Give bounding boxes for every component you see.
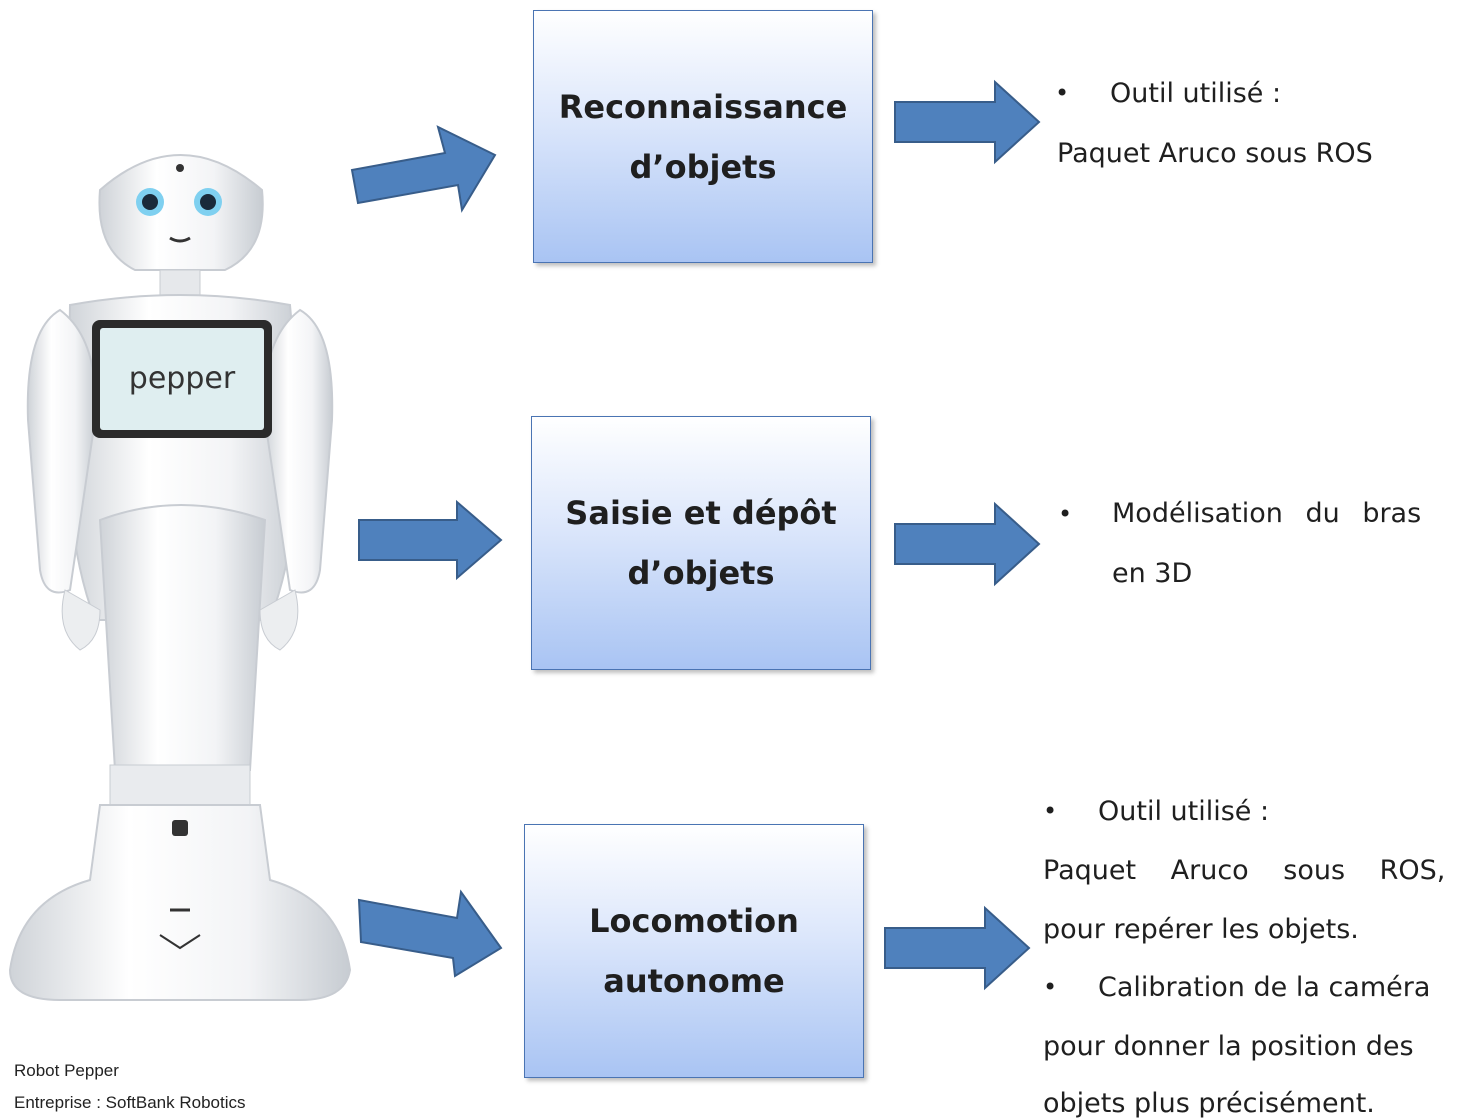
- box-object-recognition: Reconnaissance d’objets: [533, 10, 873, 263]
- recognition-tool-label: Outil utilisé :: [1110, 78, 1282, 109]
- grasping-detail-line2: en 3D: [1112, 558, 1193, 589]
- tablet-label: pepper: [129, 361, 236, 396]
- bullet-dot: •: [1043, 973, 1058, 1001]
- bullet-dot: •: [1058, 500, 1073, 528]
- box-grasping: Saisie et dépôt d’objets: [531, 416, 871, 670]
- locomotion-tool-label: Outil utilisé :: [1098, 796, 1270, 827]
- locomotion-tool-value: Paquet Aruco sous ROS,: [1043, 855, 1446, 886]
- arrow-recognition-to-details: [894, 79, 1041, 165]
- box-title: Reconnaissance d’objets: [558, 87, 848, 186]
- locomotion-tool-purpose: pour repérer les objets.: [1043, 914, 1359, 945]
- recognition-tool-value: Paquet Aruco sous ROS: [1057, 138, 1373, 169]
- pepper-robot-image: pepper: [8, 154, 352, 1001]
- robot-caption-name: Robot Pepper: [14, 1061, 119, 1080]
- bullet-dot: •: [1055, 79, 1070, 107]
- arrow-robot-to-locomotion: [357, 889, 503, 978]
- arrow-locomotion-to-details: [884, 905, 1031, 991]
- grasping-detail-line1: Modélisation du bras: [1112, 498, 1422, 529]
- locomotion-calibration-line3: objets plus précisément.: [1043, 1088, 1375, 1119]
- robot-caption-company: Entreprise : SoftBank Robotics: [14, 1093, 246, 1112]
- box-locomotion: Locomotion autonome: [524, 824, 864, 1078]
- arrow-robot-to-grasping: [358, 499, 503, 581]
- locomotion-calibration-line2: pour donner la position des: [1043, 1031, 1414, 1062]
- box-title: Locomotion autonome: [589, 902, 799, 1000]
- box-title: Saisie et dépôt d’objets: [565, 494, 837, 592]
- arrow-robot-to-recognition: [350, 125, 497, 213]
- bullet-dot: •: [1043, 797, 1058, 825]
- arrow-grasping-to-details: [894, 501, 1041, 587]
- locomotion-calibration-label: Calibration de la caméra: [1098, 972, 1431, 1003]
